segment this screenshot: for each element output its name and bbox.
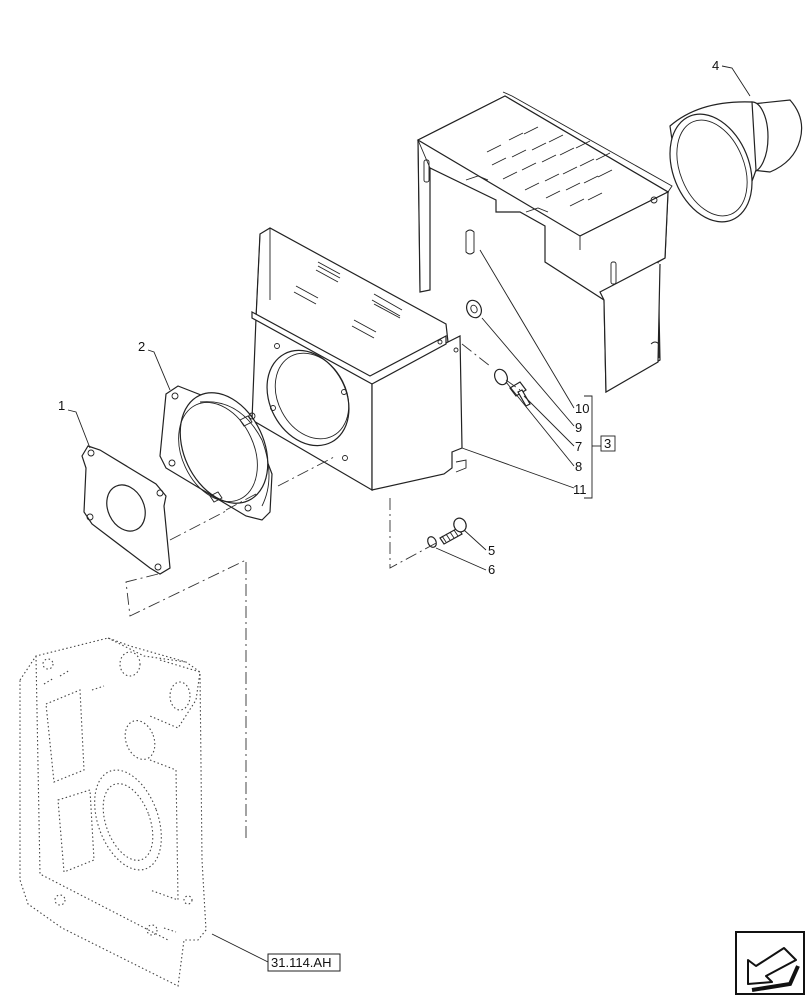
callout-1[interactable]: 1 [58, 398, 65, 413]
outer-cover [416, 91, 673, 394]
assembly-centerlines [125, 343, 521, 840]
callout-11[interactable]: 11 [573, 482, 587, 497]
cap-part-4 [669, 99, 803, 223]
callout-6[interactable]: 6 [488, 562, 495, 577]
inner-housing [251, 227, 467, 492]
callout-3[interactable]: 3 [604, 436, 611, 451]
hardware [427, 299, 531, 548]
reference-code[interactable]: 31.114.AH [271, 955, 331, 970]
gearbox-housing-reference [19, 637, 207, 987]
callout-4[interactable]: 4 [712, 58, 719, 73]
reference-link[interactable]: 31.114.AH [267, 953, 341, 972]
callout-2[interactable]: 2 [138, 339, 145, 354]
callout-9[interactable]: 9 [575, 420, 582, 435]
callout-5[interactable]: 5 [488, 543, 495, 558]
next-page-arrow-icon[interactable] [735, 931, 805, 995]
gasket-part-1 [81, 445, 171, 575]
callout-8[interactable]: 8 [575, 459, 582, 474]
leader-lines [67, 65, 751, 963]
callout-7[interactable]: 7 [575, 439, 582, 454]
callout-labels: 1 2 4 10 9 7 8 11 5 6 3 [58, 58, 719, 577]
callout-3-box [600, 435, 616, 452]
callout-10[interactable]: 10 [575, 401, 589, 416]
flange-part-2 [159, 385, 273, 521]
